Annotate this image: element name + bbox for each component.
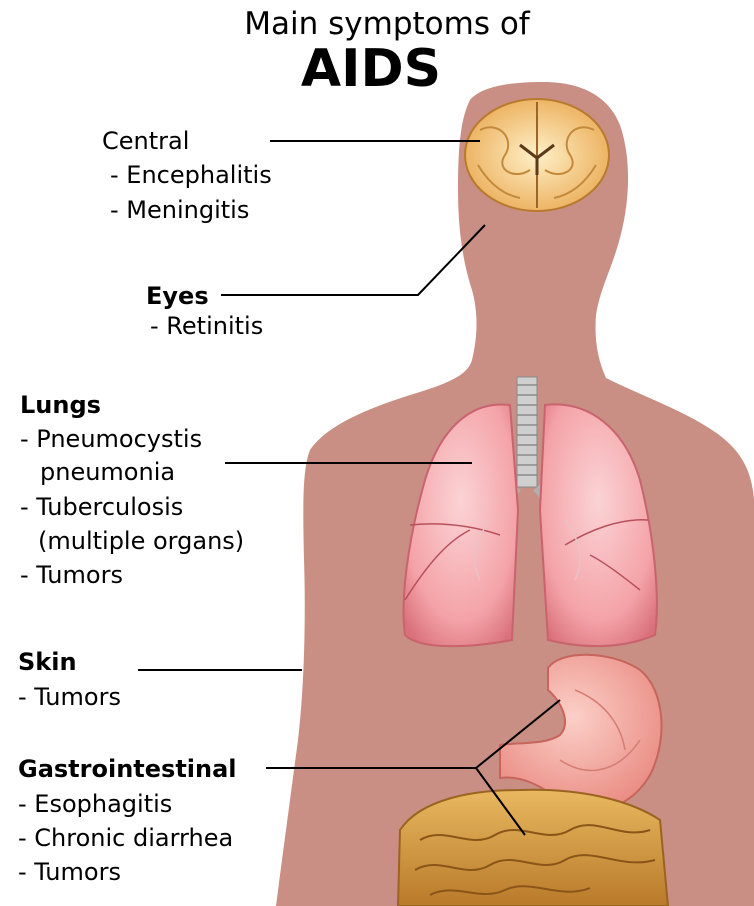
label-eyes-item-1: - Retinitis xyxy=(150,311,263,341)
label-lungs-item-3: - Tuberculosis xyxy=(20,492,183,522)
leader-eyes xyxy=(221,225,485,295)
label-central-heading: Central xyxy=(102,126,189,156)
label-lungs-item-1: - Pneumocystis xyxy=(20,424,202,454)
label-gastro-item-3: - Tumors xyxy=(18,857,121,887)
title-line-1: Main symptoms of xyxy=(10,6,754,42)
label-central-item-1: - Encephalitis xyxy=(110,160,272,190)
label-lungs-heading: Lungs xyxy=(20,390,101,420)
brain xyxy=(465,99,609,211)
label-skin-heading: Skin xyxy=(18,647,77,677)
label-lungs-item-5: - Tumors xyxy=(20,560,123,590)
label-central-item-2: - Meningitis xyxy=(110,195,249,225)
label-lungs-item-4: (multiple organs) xyxy=(38,526,244,556)
title-line-2: AIDS xyxy=(0,40,748,98)
label-eyes-heading: Eyes xyxy=(146,281,209,311)
label-gastro-heading: Gastrointestinal xyxy=(18,754,237,784)
label-gastro-item-2: - Chronic diarrhea xyxy=(18,823,233,853)
label-skin-item-1: - Tumors xyxy=(18,682,121,712)
label-gastro-item-1: - Esophagitis xyxy=(18,789,172,819)
label-lungs-item-2: pneumonia xyxy=(40,457,175,487)
intestines xyxy=(398,790,668,906)
